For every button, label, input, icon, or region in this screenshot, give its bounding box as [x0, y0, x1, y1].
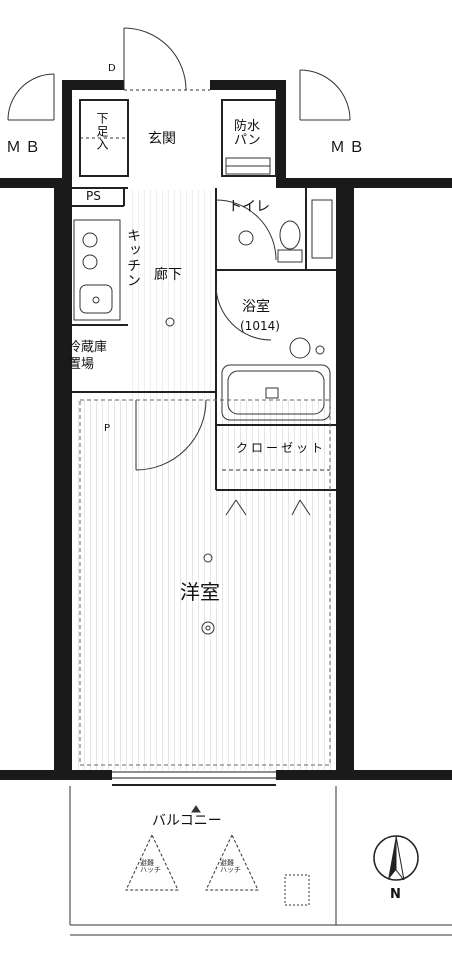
- kitchen-fixtures: [73, 219, 121, 321]
- evac-hatch-left-label: 避難 ハッチ: [140, 859, 161, 874]
- balcony-window: [112, 771, 276, 786]
- balcony: [69, 786, 452, 936]
- western-room-label: 洋室: [180, 580, 220, 604]
- pipe-space-label: PS: [86, 189, 101, 203]
- western-room-floor: [74, 400, 336, 770]
- entrance-door: [123, 27, 210, 91]
- washer-pan-fixture: [225, 157, 271, 175]
- bathroom-size-label: (1014): [240, 319, 280, 333]
- interior-walls: [72, 99, 336, 491]
- bath-fixtures: [221, 337, 331, 421]
- hallway-floor: [128, 190, 216, 400]
- balcony-label: バルコニー: [152, 813, 222, 829]
- bathroom-label: 浴室: [242, 299, 270, 315]
- evac-hatch-right-label: 避難 ハッチ: [220, 859, 241, 874]
- washer-pan-label: 防水 パン: [234, 119, 261, 149]
- north-label: N: [390, 887, 401, 902]
- ceiling-lights: [165, 317, 215, 635]
- interior-doors: [135, 199, 311, 516]
- meter-box-right-label: ＭＢ: [330, 138, 369, 156]
- shoe-closet-label: 下足入: [95, 112, 109, 151]
- north-arrow: [373, 835, 419, 881]
- entrance-label: 玄関: [148, 131, 176, 147]
- outlet-mark-label: P: [104, 423, 111, 434]
- exterior-walls: [0, 80, 452, 780]
- toilet-label: トイレ: [228, 199, 270, 215]
- meter-box-left-label: ＭＢ: [6, 138, 45, 156]
- closet-label: クローゼット: [236, 441, 327, 455]
- kitchen-label: キッチン: [125, 228, 141, 288]
- meter-box-doors: [7, 69, 351, 121]
- door-mark-label: D: [108, 63, 116, 74]
- toilet-fixture: [238, 199, 333, 263]
- fridge-space-label: 冷蔵庫 置場: [68, 340, 108, 372]
- hallway-label: 廊下: [154, 267, 182, 283]
